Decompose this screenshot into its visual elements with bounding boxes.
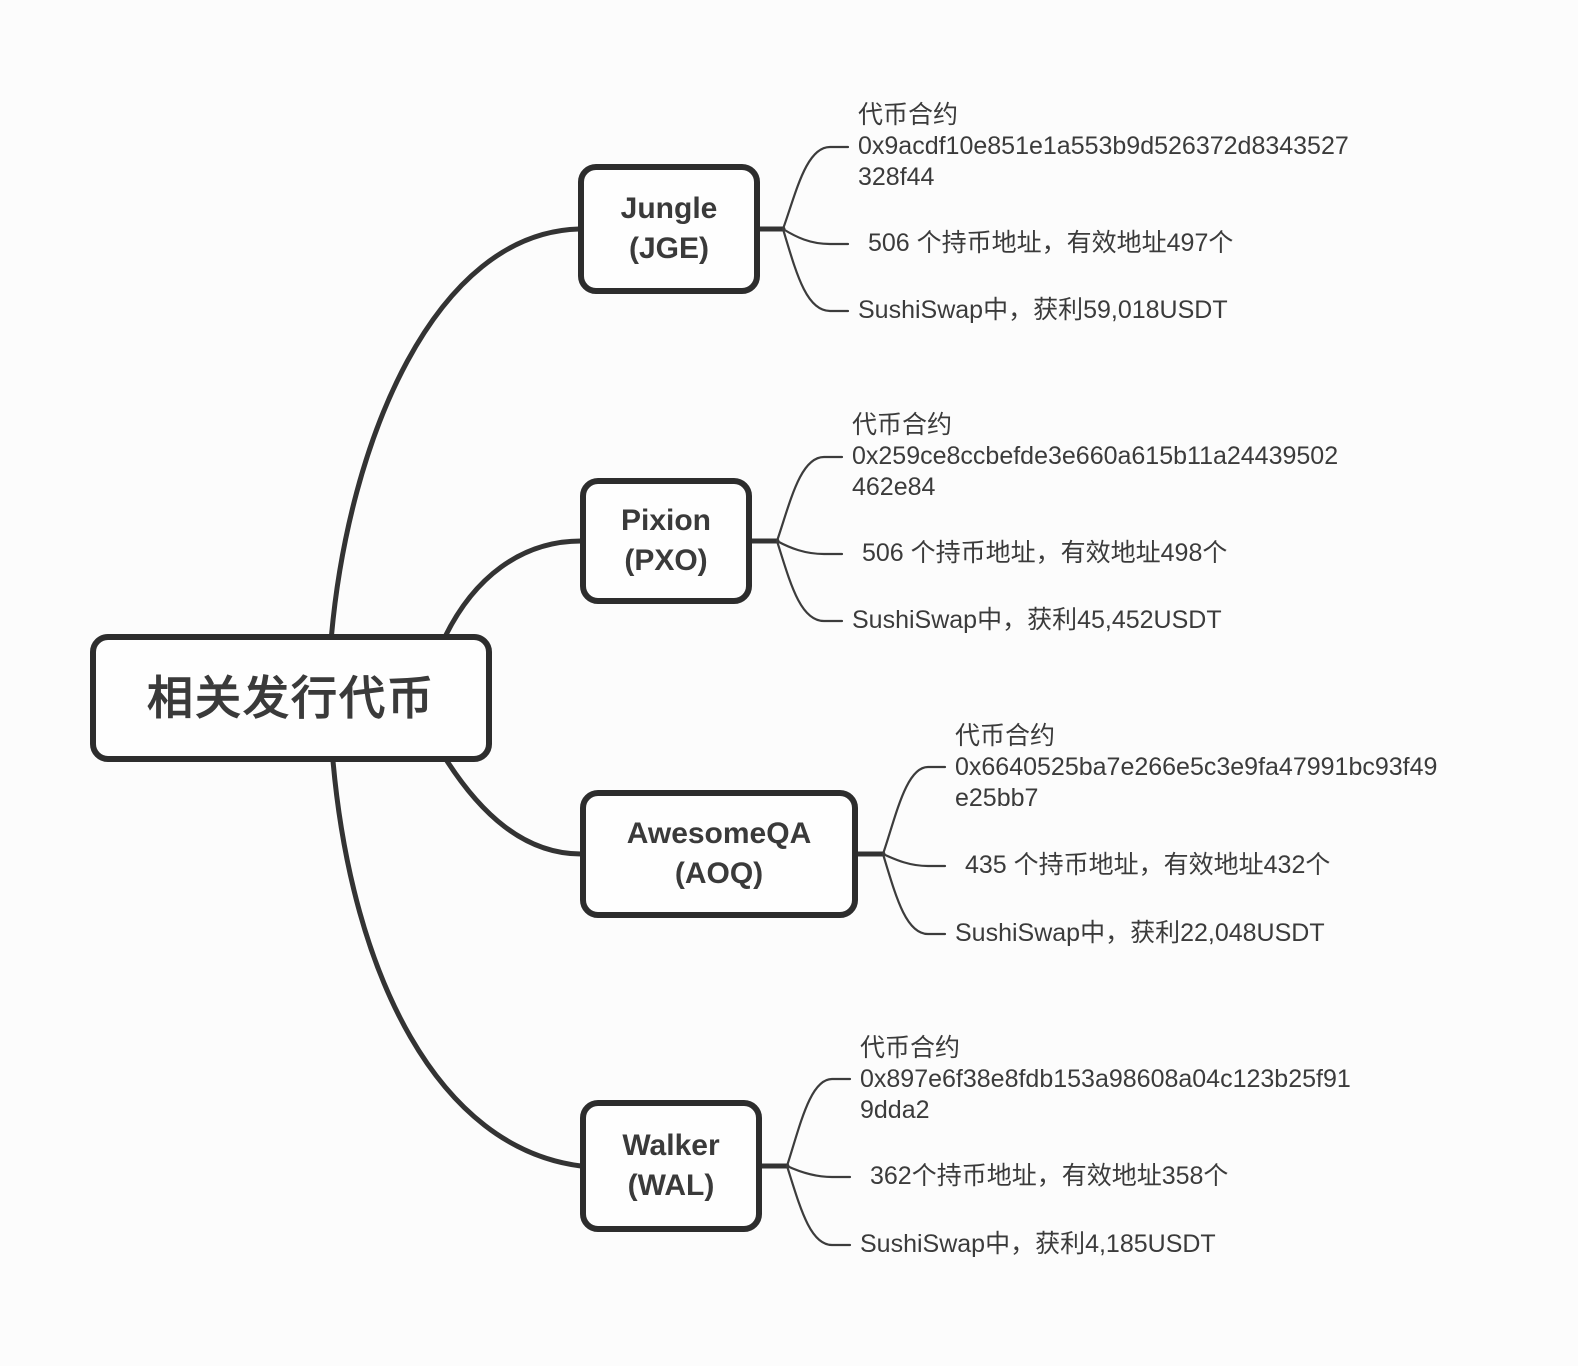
pixion-profit-leaf[interactable]: SushiSwap中，获利45,452USDT <box>852 606 1222 634</box>
pixion-contract-leaf[interactable]: 代币合约 0x259ce8ccbefde3e660a615b11a2443950… <box>852 410 1338 503</box>
contract-label: 代币合约 <box>852 411 953 439</box>
contract-address-line2: 462e84 <box>852 473 936 501</box>
branch-topic-jungle[interactable]: Jungle (JGE) <box>578 164 760 294</box>
root-to-jungle-connector <box>328 226 582 644</box>
contract-address-line2: 9dda2 <box>860 1096 930 1124</box>
pixion-holders-leaf[interactable]: 506 个持币地址，有效地址498个 <box>862 539 1228 567</box>
jungle-contract-leaf[interactable]: 代币合约 0x9acdf10e851e1a553b9d526372d834352… <box>858 100 1349 193</box>
contract-address-line1: 0x6640525ba7e266e5c3e9fa47991bc93f49 <box>955 753 1438 781</box>
pixion-profit-connector <box>775 539 844 623</box>
root-to-walker-connector <box>330 758 584 1169</box>
branch-topic-pixion[interactable]: Pixion (PXO) <box>580 478 752 604</box>
root-to-pixion-connector <box>440 538 584 644</box>
root-to-awesomeqa-connector <box>444 758 584 857</box>
walker-profit-connector <box>785 1164 852 1247</box>
contract-address-line1: 0x9acdf10e851e1a553b9d526372d8343527 <box>858 132 1349 160</box>
contract-address-line2: e25bb7 <box>955 784 1039 812</box>
walker-contract-connector <box>785 1077 852 1168</box>
jungle-contract-connector <box>781 145 850 231</box>
jungle-profit-leaf[interactable]: SushiSwap中，获利59,018USDT <box>858 296 1228 324</box>
awesomeqa-profit-connector <box>881 852 947 936</box>
root-topic[interactable]: 相关发行代币 <box>90 634 492 762</box>
walker-profit-leaf[interactable]: SushiSwap中，获利4,185USDT <box>860 1230 1216 1258</box>
contract-address-line1: 0x259ce8ccbefde3e660a615b11a24439502 <box>852 442 1339 470</box>
awesomeqa-contract-leaf[interactable]: 代币合约 0x6640525ba7e266e5c3e9fa47991bc93f4… <box>955 721 1437 814</box>
awesomeqa-holders-connector <box>881 852 947 868</box>
awesomeqa-contract-connector <box>881 765 947 856</box>
branch-ticker: (AOQ) <box>674 857 764 890</box>
contract-label: 代币合约 <box>860 1034 961 1062</box>
contract-label: 代币合约 <box>858 101 959 129</box>
branch-name: Pixion <box>620 504 711 538</box>
jungle-holders-leaf[interactable]: 506 个持币地址，有效地址497个 <box>868 229 1234 257</box>
branch-ticker: (JGE) <box>628 232 709 265</box>
branch-name: AwesomeQA <box>626 817 812 851</box>
pixion-holders-connector <box>775 539 844 556</box>
root-topic-label: 相关发行代币 <box>147 671 435 724</box>
jungle-holders-connector <box>781 227 850 246</box>
awesomeqa-holders-leaf[interactable]: 435 个持币地址，有效地址432个 <box>965 851 1331 879</box>
branch-name: Walker <box>622 1129 720 1163</box>
walker-holders-leaf[interactable]: 362个持币地址，有效地址358个 <box>870 1162 1229 1190</box>
branch-topic-awesomeqa[interactable]: AwesomeQA (AOQ) <box>580 790 858 918</box>
branch-ticker: (WAL) <box>627 1169 715 1202</box>
branch-name: Jungle <box>620 192 718 226</box>
branch-topic-walker[interactable]: Walker (WAL) <box>580 1100 762 1232</box>
walker-contract-leaf[interactable]: 代币合约 0x897e6f38e8fdb153a98608a04c123b25f… <box>860 1033 1351 1126</box>
walker-holders-connector <box>785 1164 852 1179</box>
awesomeqa-profit-leaf[interactable]: SushiSwap中，获利22,048USDT <box>955 919 1325 947</box>
branch-ticker: (PXO) <box>624 544 708 577</box>
contract-label: 代币合约 <box>955 722 1056 750</box>
contract-address-line1: 0x897e6f38e8fdb153a98608a04c123b25f91 <box>860 1065 1351 1093</box>
jungle-profit-connector <box>781 227 850 313</box>
pixion-contract-connector <box>775 455 844 543</box>
contract-address-line2: 328f44 <box>858 163 935 191</box>
